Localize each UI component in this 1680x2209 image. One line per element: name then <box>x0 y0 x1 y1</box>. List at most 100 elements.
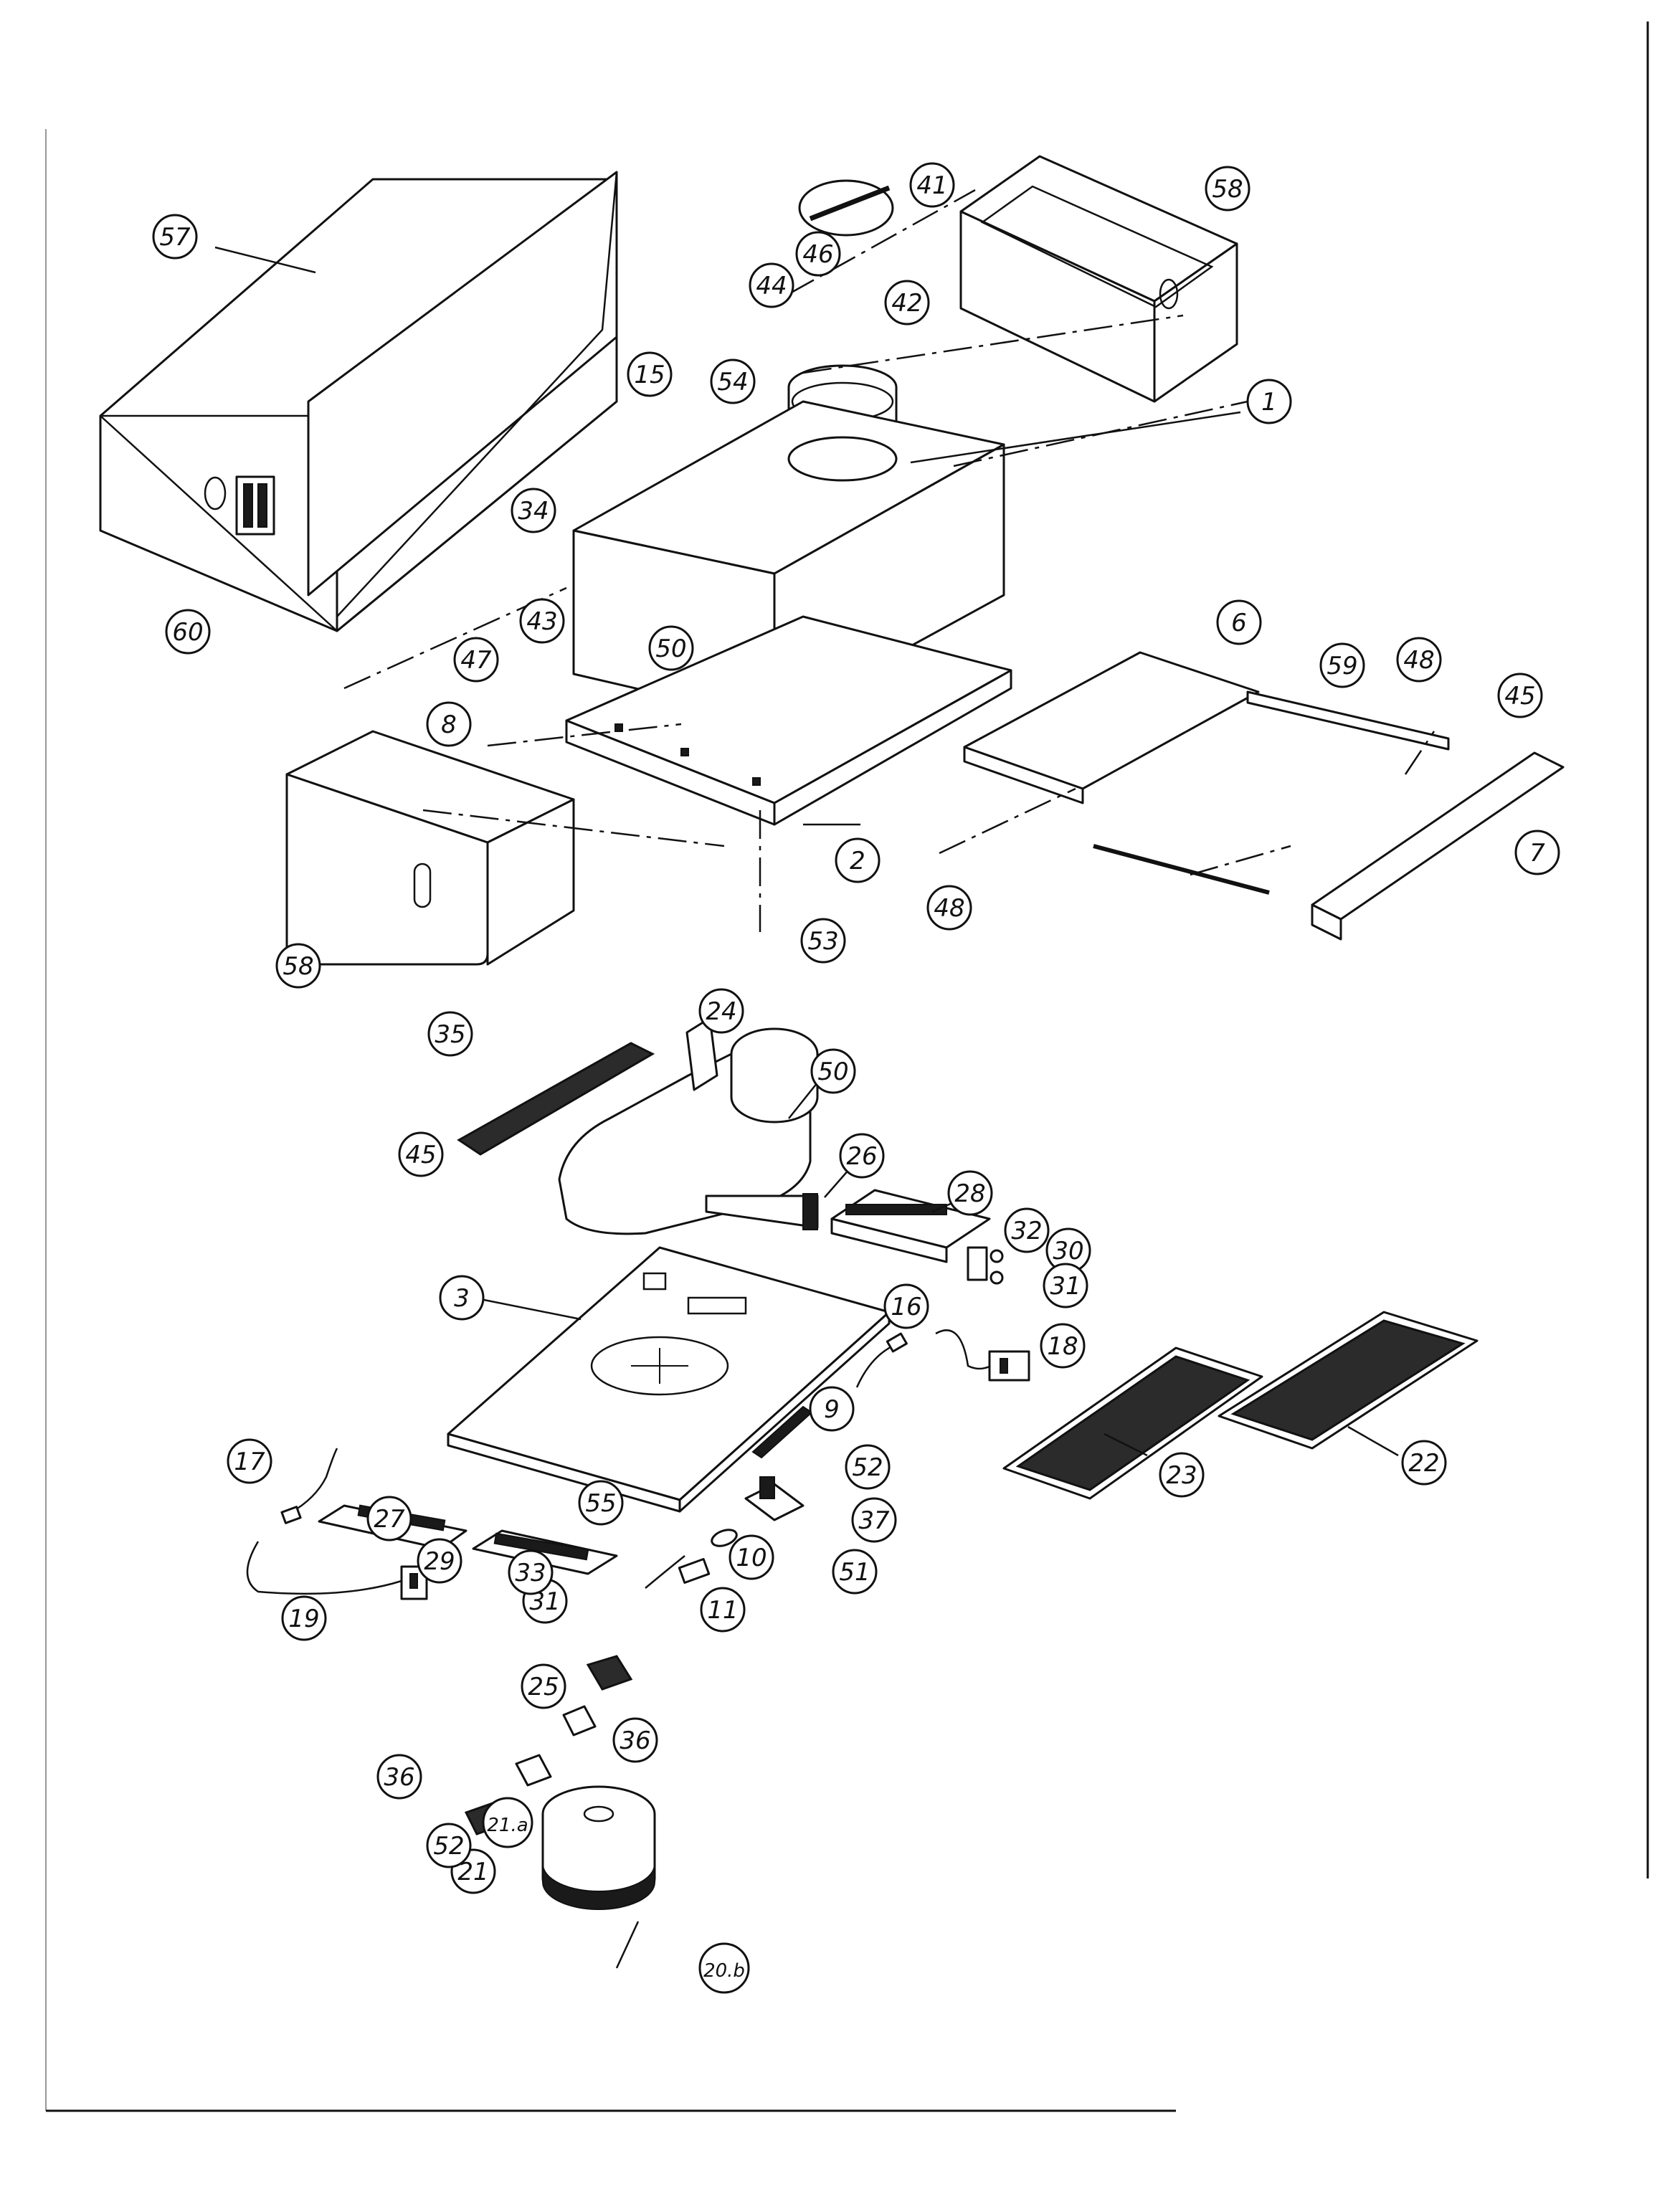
callout-label: 3 <box>454 1284 470 1313</box>
callout-circle <box>800 918 846 964</box>
callout-circle <box>376 1754 422 1800</box>
callout-circle <box>1040 1323 1086 1369</box>
callout-c59: 59 <box>1319 642 1365 688</box>
callout-c54: 54 <box>710 358 756 404</box>
callout-c2: 2 <box>835 837 881 883</box>
callout-circle <box>1396 637 1442 683</box>
callout-label: 48 <box>1403 646 1434 675</box>
callout-label: 22 <box>1408 1449 1439 1478</box>
callout-circle <box>366 1496 412 1541</box>
callout-c29: 29 <box>417 1538 462 1584</box>
callout-label: 59 <box>1327 652 1357 680</box>
callout-c31: 31 <box>1043 1263 1088 1308</box>
callout-label: 60 <box>172 618 203 647</box>
part-22-filter <box>1218 1311 1479 1450</box>
callout-c36: 36 <box>612 1717 658 1763</box>
callout-circle <box>165 609 211 655</box>
callout-label: 51 <box>839 1558 870 1587</box>
callout-circle <box>809 1386 855 1432</box>
callout-circle <box>417 1538 462 1584</box>
callout-label: 26 <box>846 1142 877 1171</box>
callout-circle <box>648 625 694 671</box>
callout-label: 45 <box>1504 682 1535 711</box>
callout-label: 2 <box>850 847 865 875</box>
callout-circle <box>1514 830 1560 875</box>
callout-label: 28 <box>954 1179 985 1208</box>
callout-c10: 10 <box>729 1534 774 1580</box>
callout-label: 24 <box>706 997 736 1026</box>
callout-circle <box>884 280 930 326</box>
callout-circle <box>883 1283 929 1329</box>
callout-label: 43 <box>526 607 557 636</box>
callout-label: 45 <box>405 1141 436 1169</box>
callout-c58: 58 <box>1205 166 1250 212</box>
callout-label: 6 <box>1231 609 1247 637</box>
part-58-duct-adapter-right <box>959 155 1238 403</box>
callout-c33: 33 <box>508 1549 554 1595</box>
callout-label: 10 <box>736 1544 767 1572</box>
callout-label: 32 <box>1011 1217 1042 1245</box>
callout-c53: 53 <box>800 918 846 964</box>
callout-circle <box>1319 642 1365 688</box>
callout-circle <box>909 162 955 208</box>
callout-circle <box>1216 599 1262 645</box>
callout-circle <box>1497 673 1543 718</box>
callout-c11: 11 <box>700 1587 746 1633</box>
part-26-bracket <box>705 1193 819 1230</box>
callout-c45: 45 <box>1497 673 1543 718</box>
callout-circle <box>427 1011 473 1057</box>
callout-circle <box>519 598 565 644</box>
callout-c17: 17 <box>227 1438 272 1484</box>
part-2-chassis <box>565 615 1012 826</box>
callout-label: 34 <box>518 497 549 526</box>
callout-label: 31 <box>1050 1272 1081 1301</box>
callout-c28: 28 <box>947 1170 993 1216</box>
callout-c50: 50 <box>648 625 694 671</box>
callout-label: 46 <box>802 240 833 269</box>
callout-c52: 52 <box>845 1444 891 1490</box>
callout-c3: 3 <box>439 1275 485 1321</box>
callout-label: 52 <box>852 1453 883 1482</box>
callout-label: 42 <box>891 289 922 318</box>
callout-label: 25 <box>528 1673 559 1701</box>
callout-c21a: 21.a <box>482 1797 533 1848</box>
callout-label: 23 <box>1166 1461 1197 1490</box>
callout-label: 36 <box>620 1726 650 1755</box>
callout-c1: 1 <box>1246 379 1292 424</box>
callout-c36b: 36 <box>376 1754 422 1800</box>
callout-c15: 15 <box>627 351 673 397</box>
callout-c51: 51 <box>832 1549 878 1595</box>
callout-circle <box>839 1133 885 1179</box>
callout-circle <box>1004 1207 1050 1253</box>
callout-c18: 18 <box>1040 1323 1086 1369</box>
callout-label: 52 <box>433 1832 464 1861</box>
part-59-rail <box>1246 690 1450 751</box>
callout-c23: 23 <box>1159 1452 1205 1498</box>
callout-c27: 27 <box>366 1496 412 1541</box>
callout-c44: 44 <box>749 262 794 308</box>
part-3-bottom-panel <box>447 1246 891 1513</box>
callout-circle <box>439 1275 485 1321</box>
callout-c16: 16 <box>883 1283 929 1329</box>
callout-label: 18 <box>1047 1332 1078 1361</box>
callout-c25: 25 <box>521 1663 566 1709</box>
callout-circle <box>152 214 198 260</box>
callout-circle <box>947 1170 993 1216</box>
callout-c6: 6 <box>1216 599 1262 645</box>
callout-labels: 12367891011151617181920.b2121.a222324252… <box>152 162 1560 1994</box>
callout-label: 54 <box>717 368 748 396</box>
callout-circle <box>835 837 881 883</box>
callout-circle <box>1159 1452 1205 1498</box>
callout-circle <box>521 1663 566 1709</box>
callout-circle <box>1043 1263 1088 1308</box>
part-21-blower-wheel <box>541 1785 656 1910</box>
callout-c55: 55 <box>578 1480 624 1526</box>
callout-c52b: 52 <box>426 1823 472 1868</box>
callout-circle <box>426 1823 472 1868</box>
callout-c60: 60 <box>165 609 211 655</box>
part-16-18-switch-harness <box>855 1329 1030 1388</box>
part-7-front-bar <box>1311 751 1565 941</box>
callout-c41: 41 <box>909 162 955 208</box>
callout-label: 58 <box>283 952 313 981</box>
callout-circle <box>851 1497 897 1543</box>
